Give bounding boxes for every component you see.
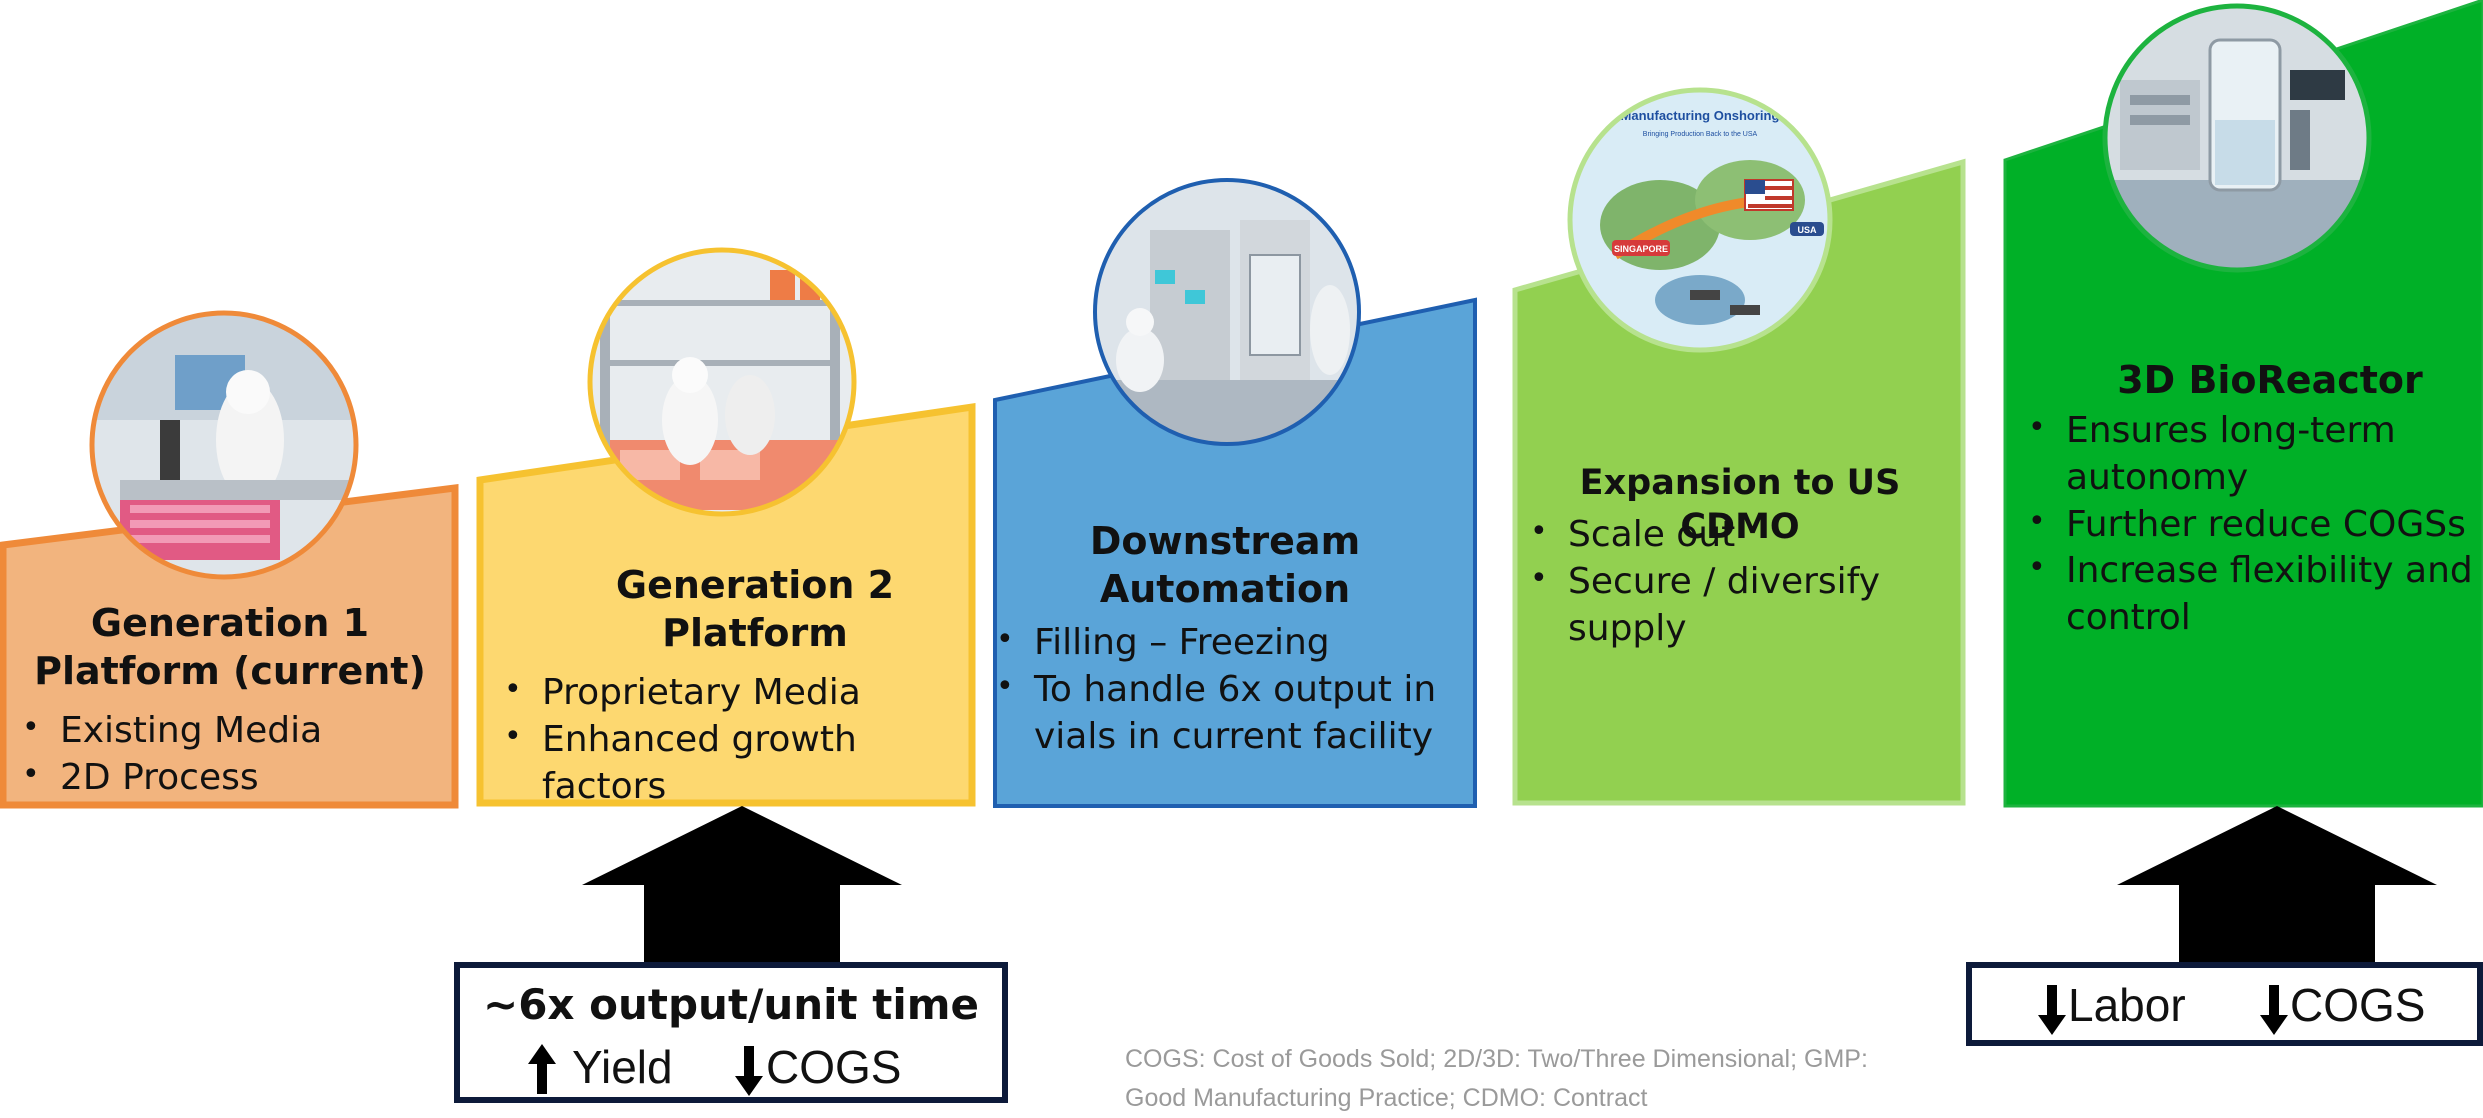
map-tag-usa: USA — [1797, 225, 1817, 235]
stage-5-bullets: Ensures long-term autonomy Further reduc… — [2028, 408, 2478, 642]
bullet-item: Secure / diversify supply — [1530, 559, 1950, 653]
stage-3-title: Downstream Automation — [1010, 518, 1440, 613]
stage-2-title-line-1: Generation 2 — [615, 563, 895, 607]
callout-item-cogs: COGS — [766, 1041, 902, 1093]
photo-2-frame — [587, 247, 857, 517]
stage-3-bullets: Filling – Freezing To handle 6x output i… — [996, 620, 1466, 760]
callout-item-cogs: COGS — [2290, 979, 2426, 1031]
bioreactor-photo — [2105, 6, 2369, 270]
abbreviations-footnote: COGS: Cost of Goods Sold; 2D/3D: Two/Thr… — [1125, 1045, 1868, 1112]
photo-4-frame — [1567, 87, 1833, 353]
map-tag-singapore: SINGAPORE — [1614, 244, 1668, 254]
bullet-item: To handle 6x output in vials in current … — [996, 667, 1466, 761]
bullet-item: Increase flexibility and control — [2028, 548, 2478, 642]
stage-2-title-line-2: Platform — [662, 610, 848, 655]
arrow-down-icon — [2260, 985, 2288, 1035]
automated-filling-machine-photo — [1095, 180, 1359, 444]
bullet-item: Scale out — [1530, 512, 1950, 559]
map-caption: Manufacturing Onshoring — [1621, 108, 1780, 123]
manufacturing-onshoring-map-photo: SINGAPORE USA Manufacturing Onshoring Br… — [1570, 90, 1830, 350]
stage-1-bullets: Existing Media 2D Process — [22, 708, 452, 802]
stage-5-title-line-1: 3D BioReactor — [2117, 358, 2423, 402]
photo-1-frame — [89, 310, 359, 580]
stage-5-title: 3D BioReactor — [2070, 357, 2470, 405]
bullet-item: Ensures long-term autonomy — [2028, 408, 2478, 502]
bullet-item: Filling – Freezing — [996, 620, 1466, 667]
arrow-down-icon — [735, 1046, 763, 1096]
lab-worker-microscope-photo — [92, 313, 356, 577]
callout-item-labor: Labor — [2068, 979, 2186, 1031]
stage-1-title: Generation 1 Platform (current) — [20, 600, 440, 695]
stage-1-title-line-1: Generation 1 — [90, 601, 370, 645]
bullet-item: Enhanced growth factors — [504, 717, 974, 811]
bullet-item: Existing Media — [22, 708, 452, 755]
stage-2-title: Generation 2 Platform — [535, 562, 975, 657]
arrow-up-icon — [528, 1044, 556, 1094]
callout-item-yield: Yield — [572, 1041, 673, 1093]
callout-headline: ~6x output/unit time — [483, 980, 979, 1029]
bullet-item: Further reduce COGSs — [2028, 502, 2478, 549]
stage-3-title-line-2: Automation — [1099, 566, 1351, 611]
stage-4-bullets: Scale out Secure / diversify supply — [1530, 512, 1950, 652]
stage-3-title-line-1: Downstream — [1089, 519, 1361, 563]
arrow-up-icon — [2117, 806, 2437, 965]
output-callout: ~6x output/unit time Yield COGS — [454, 962, 1008, 1103]
arrow-down-icon — [2038, 985, 2066, 1035]
arrow-up-icon — [582, 806, 902, 965]
photo-3-frame — [1093, 178, 1361, 446]
bullet-item: Proprietary Media — [504, 670, 974, 717]
labor-cogs-callout: Labor COGS — [1966, 962, 2483, 1046]
map-subcaption: Bringing Production Back to the USA — [1643, 131, 1758, 138]
stage-2-bullets: Proprietary Media Enhanced growth factor… — [504, 670, 974, 810]
bullet-item: 2D Process — [22, 755, 452, 802]
photo-5-frame — [2102, 3, 2372, 273]
stage-1-title-line-2: Platform (current) — [34, 648, 426, 693]
cleanroom-lab-photo — [590, 250, 854, 514]
